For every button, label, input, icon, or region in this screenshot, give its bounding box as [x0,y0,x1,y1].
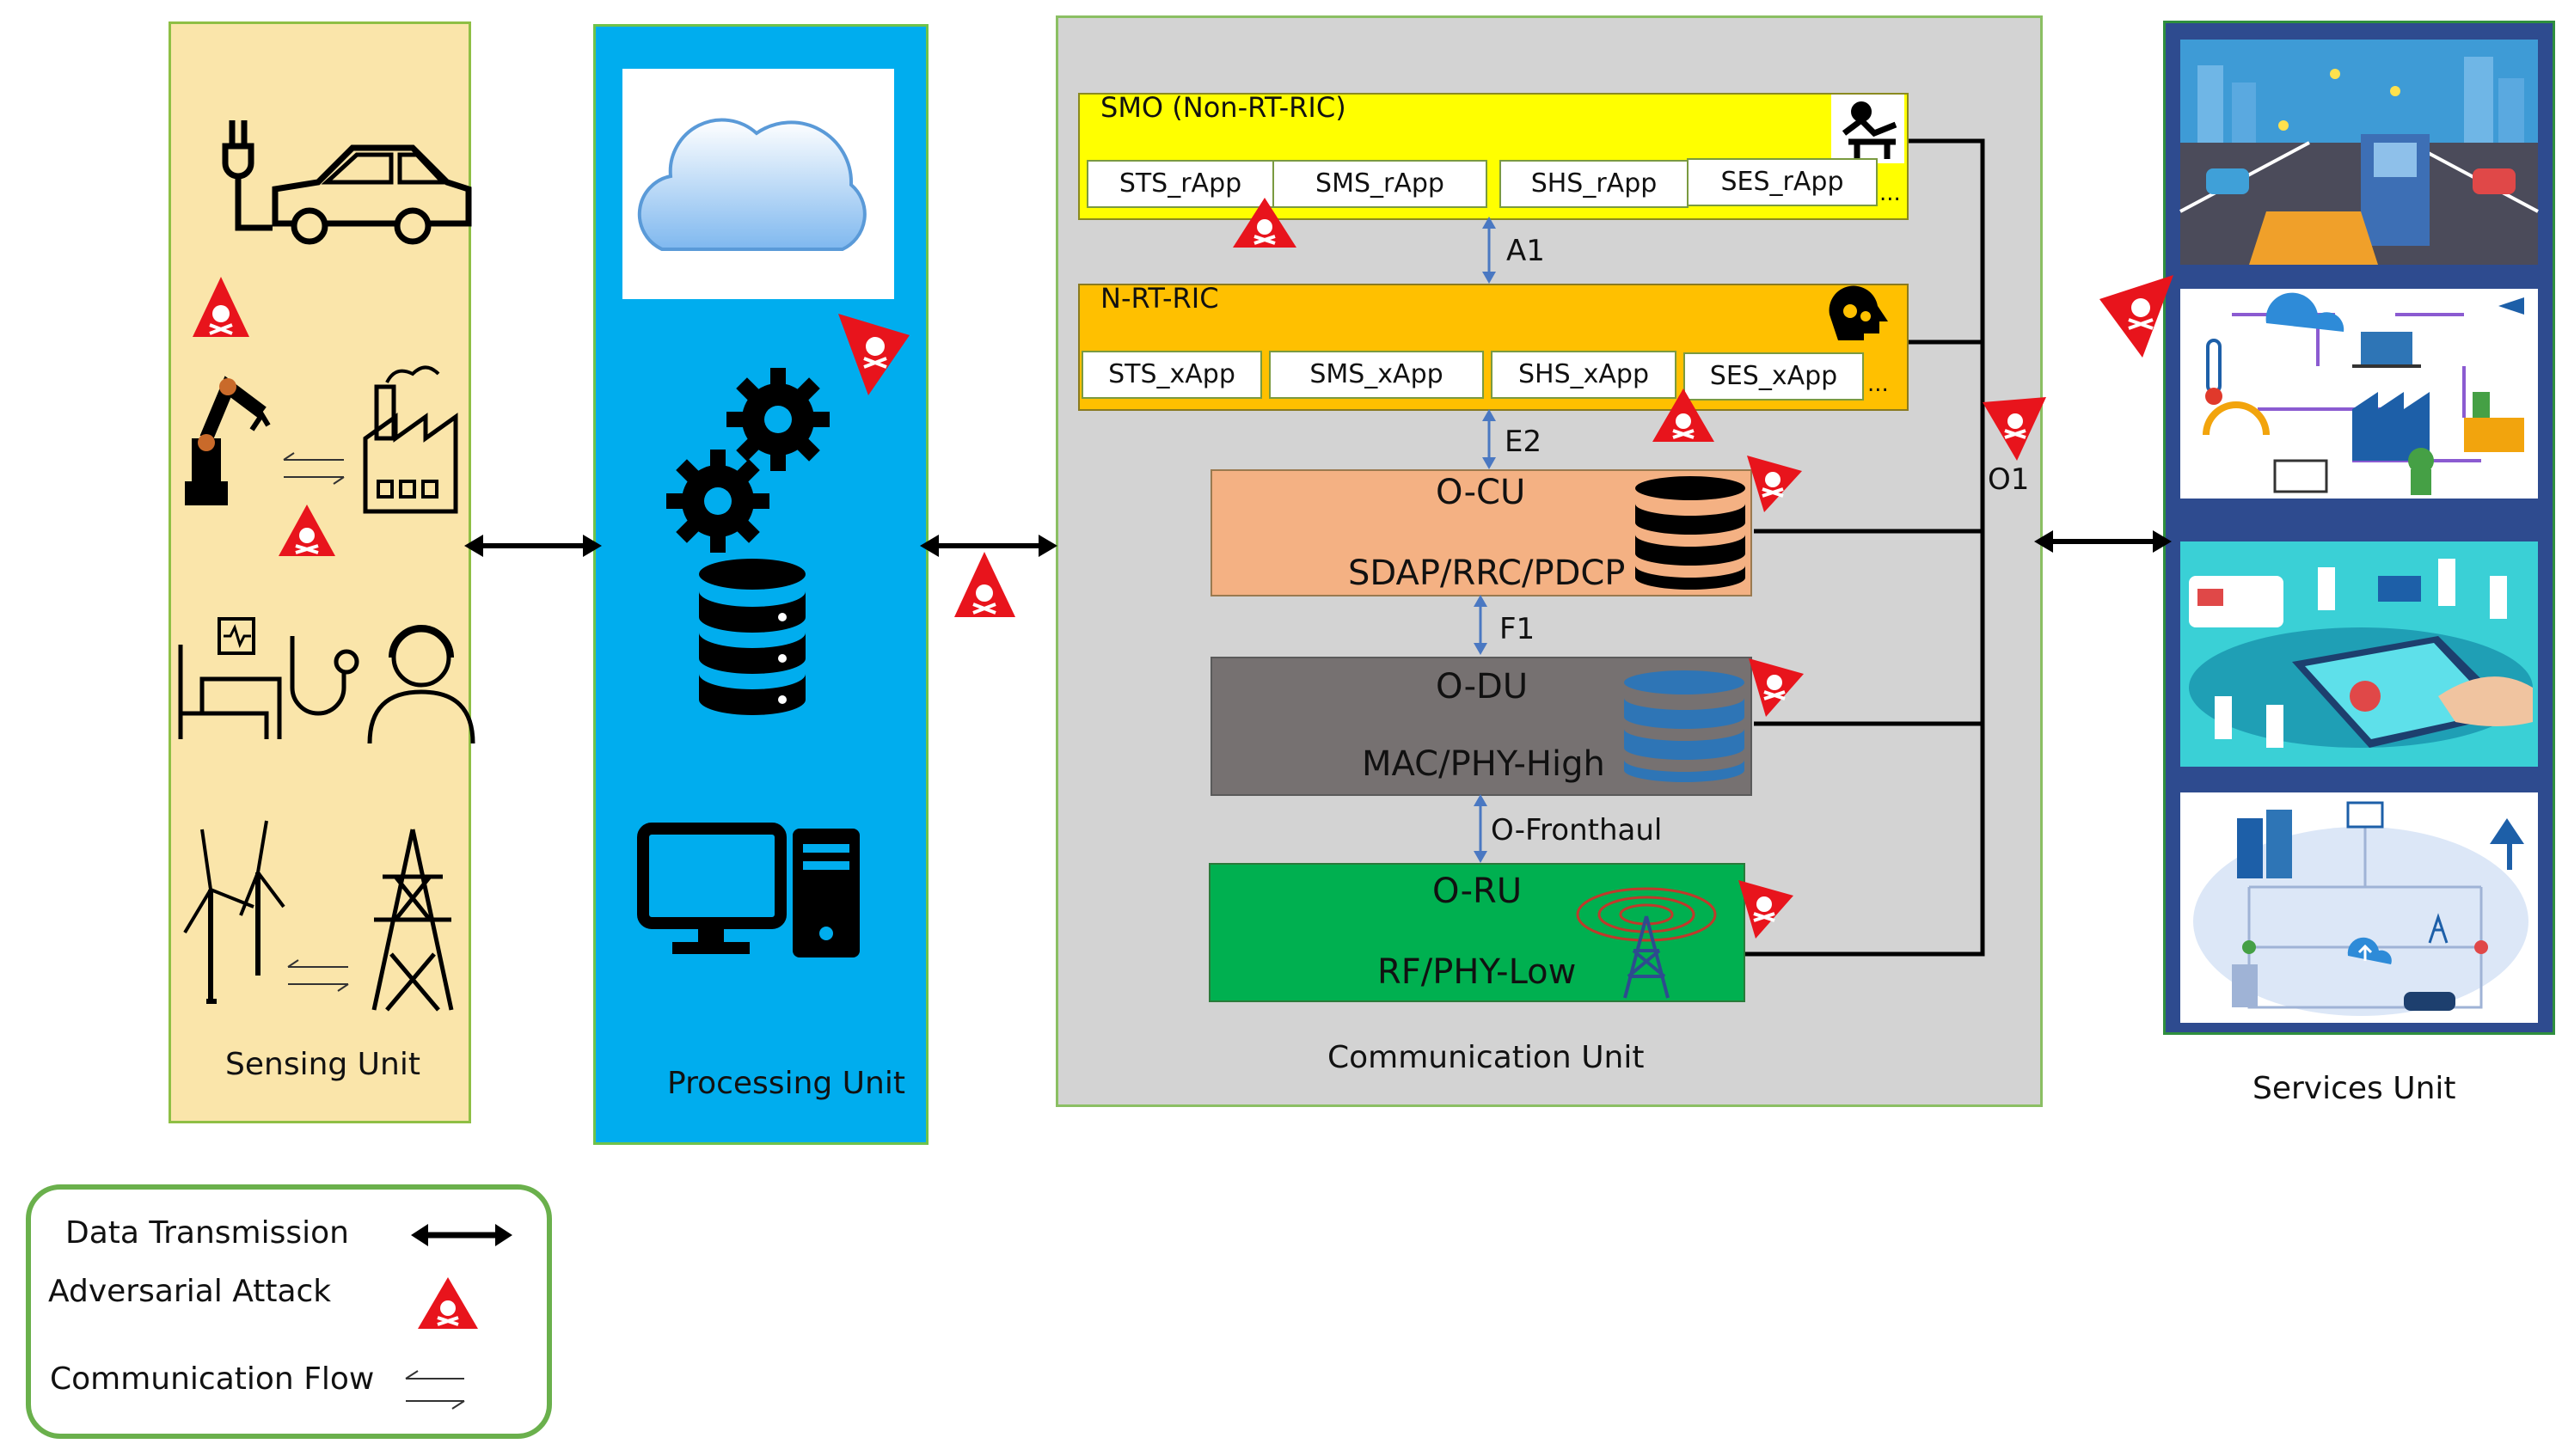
processing-unit-label: Processing Unit [667,1066,905,1101]
smart-healthcare-tile [2180,541,2538,767]
smo-more: ... [1879,180,1901,206]
legend-adversarial-attack-icon [418,1277,478,1329]
healthcare-icons [178,617,475,744]
communication-unit-label: Communication Unit [1327,1040,1645,1075]
power-tower-icon [371,829,454,1012]
adversarial-attack-icon [1749,658,1804,717]
cloud-icon [637,118,867,251]
nrtric-app-sts[interactable]: STS_xApp [1082,351,1262,399]
nrtric-more: ... [1867,371,1889,397]
legend-communication-flow-arrows [405,1370,465,1410]
e2-label: E2 [1505,425,1542,459]
electric-car-icon [222,120,472,245]
legend-data-transmission-arrow [411,1224,512,1246]
data-transmission-arrow [464,535,602,557]
nrtric-app-ses[interactable]: SES_xApp [1683,352,1864,401]
desktop-computer-icon [637,823,860,957]
a1-interface-arrow [1482,217,1496,284]
adversarial-attack-icon [838,314,910,395]
adversarial-attack-icon [193,277,249,337]
ocu-subtitle: SDAP/RRC/PDCP [1348,554,1626,593]
fronthaul-interface-arrow [1474,794,1487,863]
adversarial-attack-icon [1983,397,2046,461]
nrtric-app-shs[interactable]: SHS_xApp [1491,351,1676,399]
smo-title: SMO (Non-RT-RIC) [1100,91,1346,124]
data-transmission-arrow [920,535,1057,557]
sensing-unit-label: Sensing Unit [225,1047,420,1082]
odu-subtitle: MAC/PHY-High [1362,744,1605,784]
fronthaul-label: O-Fronthaul [1491,813,1663,847]
radio-tower-icon [1576,887,1717,999]
o1-label: O1 [1988,462,2030,497]
ai-brain-icon [1829,285,1888,340]
legend-adversarial-attack-label: Adversarial Attack [48,1274,332,1309]
oru-title: O-RU [1432,872,1523,911]
adversarial-attack-icon [2099,275,2173,358]
a1-label: A1 [1506,234,1545,268]
e2-interface-arrow [1482,409,1496,469]
smo-app-shs[interactable]: SHS_rApp [1499,160,1689,208]
services-unit-label: Services Unit [2252,1071,2456,1106]
ocu-title: O-CU [1436,473,1526,512]
adversarial-attack-icon [1747,456,1802,512]
database-icon [1624,670,1744,782]
oru-subtitle: RF/PHY-Low [1377,952,1577,992]
f1-interface-arrow [1474,595,1487,655]
robot-arm-icon [185,376,271,505]
legend-data-transmission-label: Data Transmission [65,1215,349,1251]
data-transmission-arrow [2034,530,2172,553]
communication-flow-arrows-icon-2 [287,959,349,992]
nrtric-app-sms[interactable]: SMS_xApp [1269,351,1484,399]
wind-turbine-icon [183,820,285,1004]
adversarial-attack-icon [1652,388,1714,442]
smo-app-sms[interactable]: SMS_rApp [1272,160,1487,208]
smart-transportation-tile [2179,40,2539,265]
smart-manufacturing-tile [2180,289,2538,499]
factory-icon [363,365,458,514]
adversarial-attack-icon [279,505,335,556]
operator-desk-icon [1831,95,1904,163]
adversarial-attack-icon [954,552,1015,617]
odu-title: O-DU [1436,667,1529,707]
smart-energy-tile [2180,792,2538,1023]
smo-app-sts[interactable]: STS_rApp [1087,160,1274,208]
f1-label: F1 [1499,612,1535,646]
adversarial-attack-icon [1233,198,1296,248]
nrtric-title: N-RT-RIC [1100,282,1219,315]
adversarial-attack-icon [1738,880,1793,939]
sensing-unit-panel [169,21,471,1123]
gears-icon [666,368,830,553]
database-icon [1635,476,1745,590]
database-icon [699,559,806,715]
smo-app-ses[interactable]: SES_rApp [1687,158,1878,206]
communication-flow-arrows-icon [283,452,345,485]
legend-communication-flow-label: Communication Flow [50,1361,375,1397]
